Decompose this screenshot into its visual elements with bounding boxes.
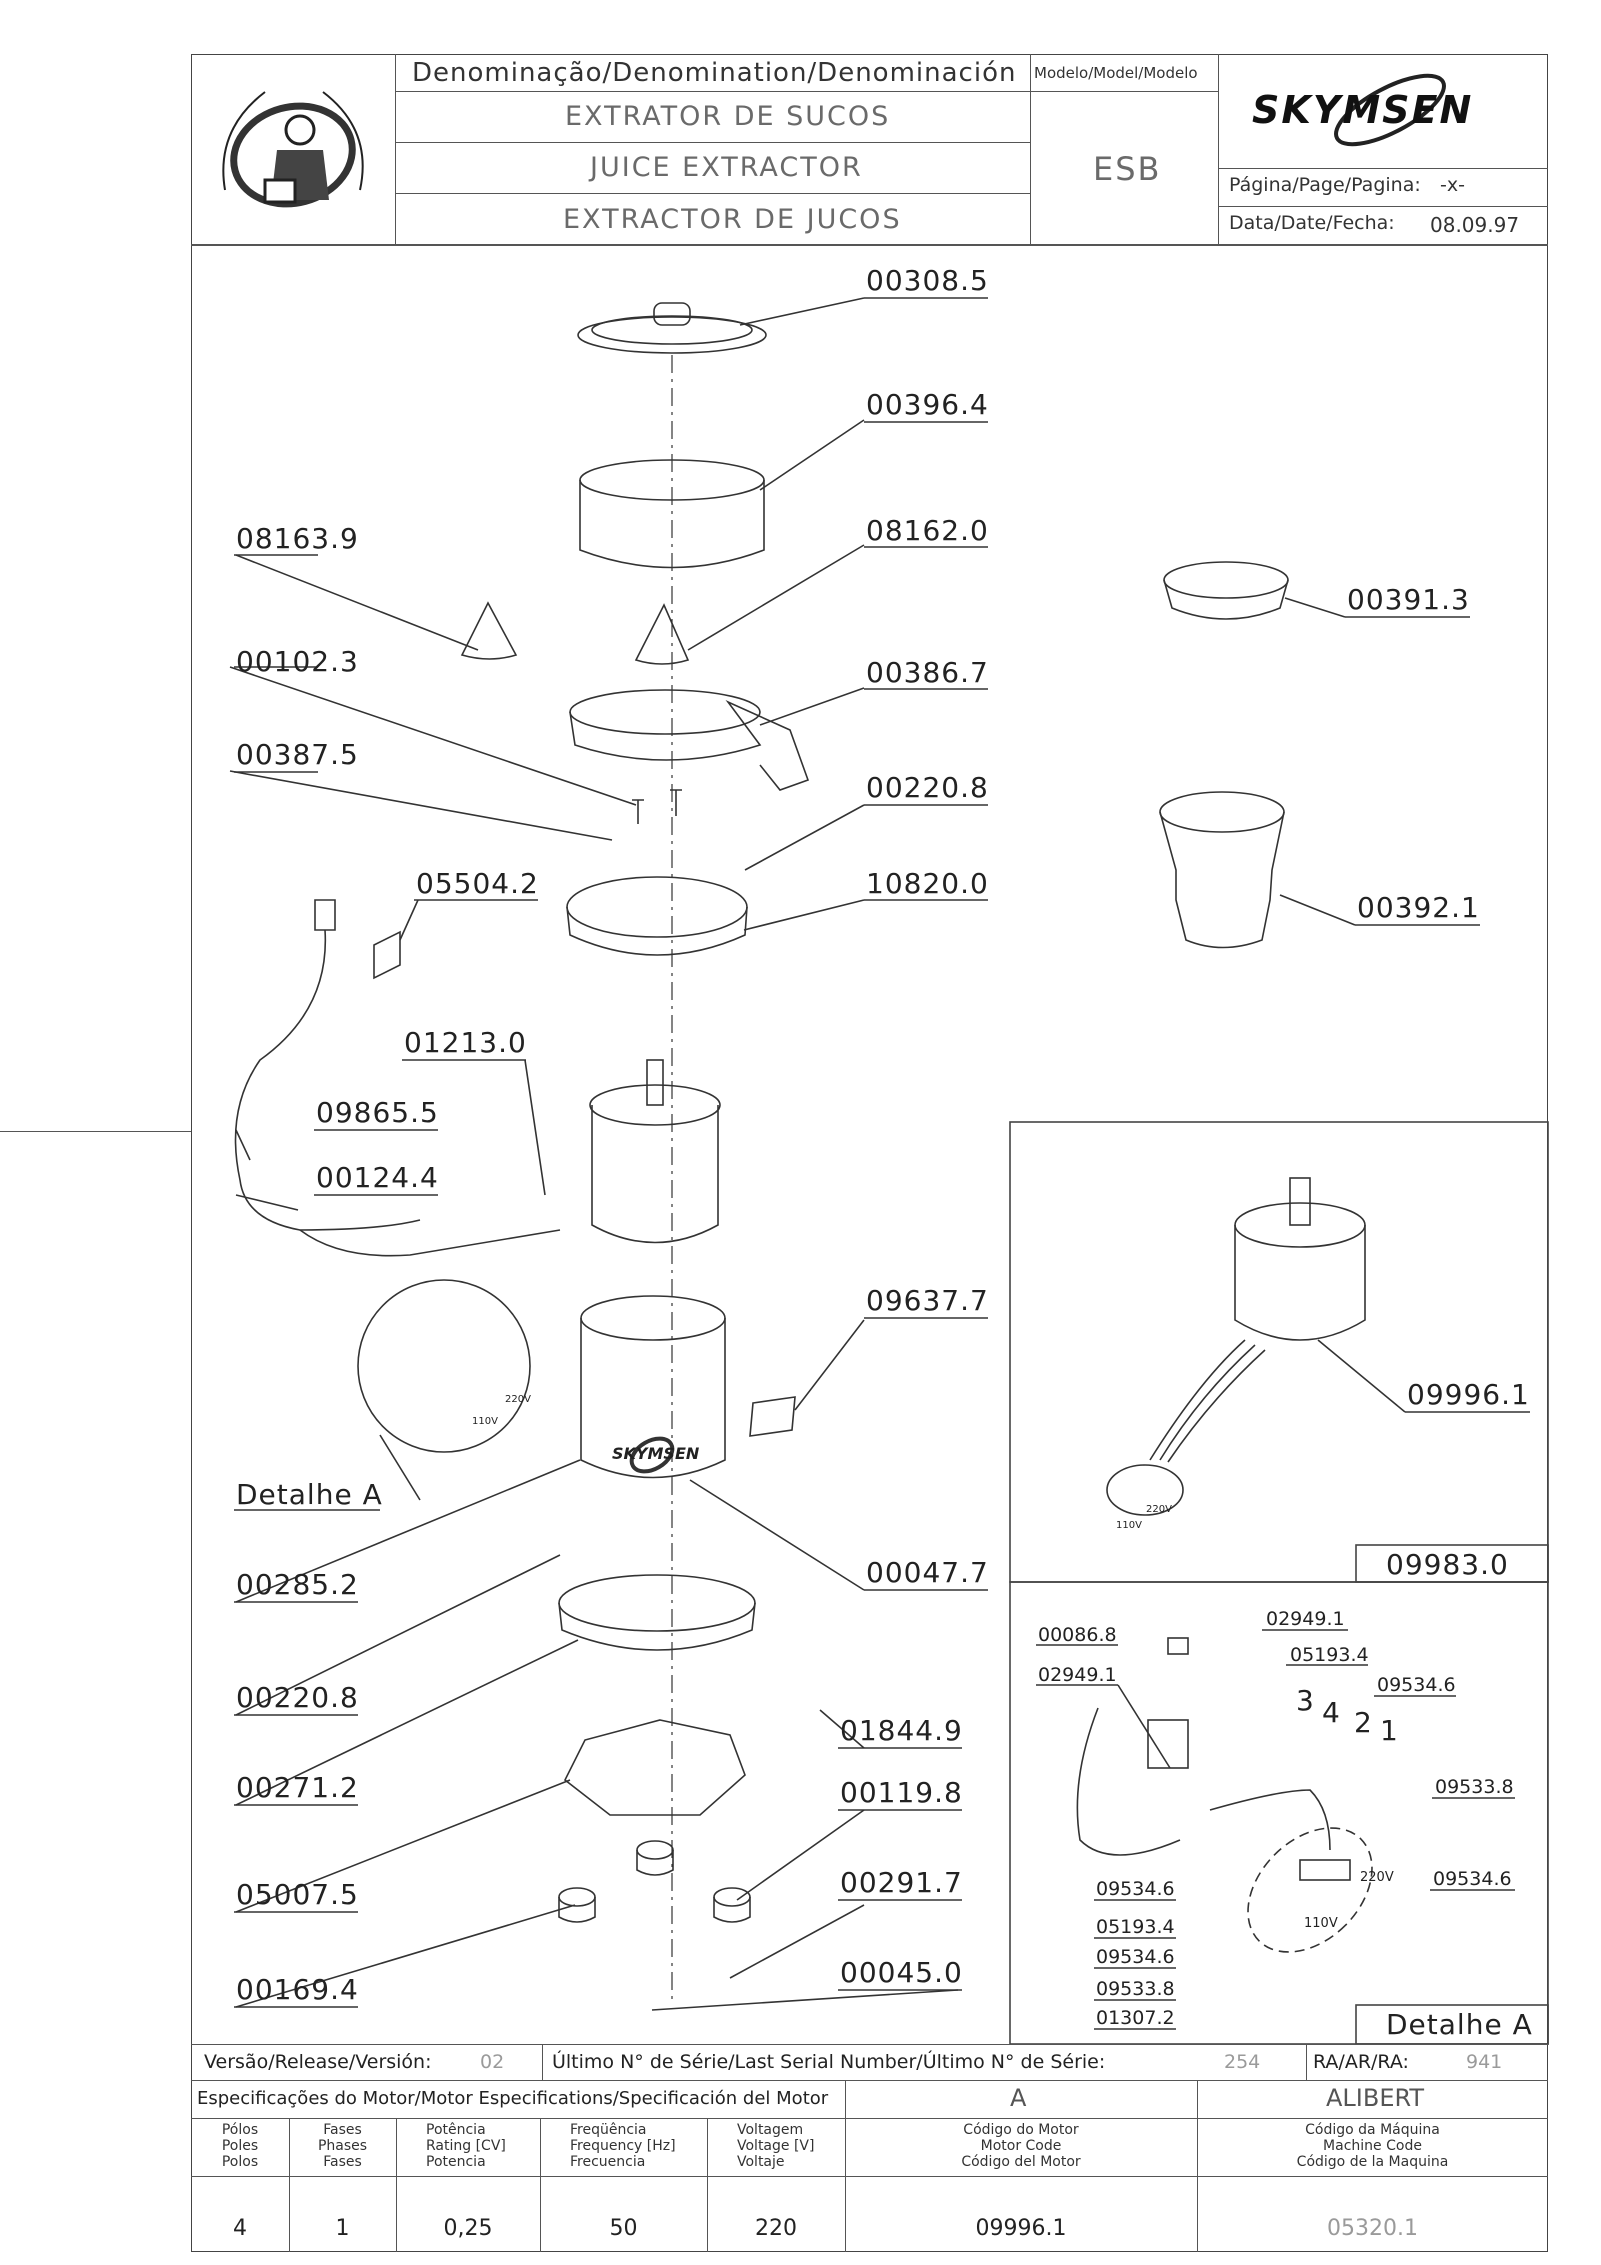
part-label: 09983.0	[1386, 1548, 1509, 1581]
val-motor-code: 09996.1	[975, 2216, 1067, 2241]
val-machine-code: 05320.1	[1327, 2216, 1418, 2241]
part-label: 00220.8	[866, 771, 989, 804]
col-phases: Fases Phases Fases	[317, 2122, 368, 2170]
service-seal-logo	[205, 70, 380, 235]
wire-number: 1	[1380, 1714, 1398, 1747]
model-label: Modelo/Model/Modelo	[1034, 64, 1198, 82]
voltage-220-left: 220V	[505, 1394, 531, 1405]
part-label: 09865.5	[316, 1096, 439, 1129]
motor-spec-a: A	[1010, 2084, 1027, 2112]
wire-number: 2	[1354, 1706, 1372, 1739]
brand-logo: SKYMSEN	[1240, 62, 1540, 152]
detail-a-callout: Detalhe A	[236, 1478, 383, 1511]
val-poles: 4	[233, 2216, 247, 2241]
detail-part-label: 00086.8	[1038, 1624, 1117, 1646]
voltage-110-detail: 110V	[1304, 1916, 1338, 1931]
margin-rule	[0, 1131, 191, 1133]
part-label: 00285.2	[236, 1568, 359, 1601]
part-label: 09637.7	[866, 1284, 989, 1317]
product-name-en: JUICE EXTRACTOR	[590, 152, 863, 183]
detail-part-label: 01307.2	[1096, 2007, 1175, 2029]
part-label: 00124.4	[316, 1161, 439, 1194]
version-label: Versão/Release/Versión:	[204, 2051, 432, 2073]
detail-part-label: 09534.6	[1433, 1868, 1512, 1890]
version-value: 02	[480, 2051, 505, 2073]
col-voltage: Voltagem Voltage [V] Voltaje	[737, 2122, 815, 2170]
detail-part-label: 09533.8	[1096, 1978, 1175, 2000]
part-label: 00119.8	[840, 1776, 963, 1809]
ra-label: RA/AR/RA:	[1313, 2051, 1409, 2073]
product-name-es: EXTRACTOR DE JUCOS	[563, 204, 902, 235]
part-label: 10820.0	[866, 867, 989, 900]
part-label: 09996.1	[1407, 1378, 1530, 1411]
motor-spec-label: Especificações do Motor/Motor Especifica…	[197, 2088, 829, 2109]
voltage-110-left: 110V	[472, 1416, 498, 1427]
serial-label: Último N° de Série/Last Serial Number/Úl…	[552, 2051, 1106, 2073]
col-rating: Potência Rating [CV] Potencia	[426, 2122, 506, 2170]
detail-a-title: Detalhe A	[1386, 2008, 1533, 2041]
col-poles: Pólos Poles Polos	[221, 2122, 259, 2170]
detail-part-label: 09534.6	[1096, 1878, 1175, 1900]
voltage-220-detail: 220V	[1360, 1870, 1394, 1885]
detail-part-label: 05193.4	[1096, 1916, 1175, 1938]
detail-part-label: 09534.6	[1377, 1674, 1456, 1696]
part-label: 05504.2	[416, 867, 539, 900]
serial-value: 254	[1224, 2051, 1261, 2073]
part-label: 00169.4	[236, 1973, 359, 2006]
detail-part-label: 09533.8	[1435, 1776, 1514, 1798]
part-label: 05007.5	[236, 1878, 359, 1911]
part-label: 00291.7	[840, 1866, 963, 1899]
val-frequency: 50	[609, 2216, 638, 2241]
col-frequency: Freqüência Frequency [Hz] Frecuencia	[570, 2122, 676, 2170]
col-motor-code: Código do Motor Motor Code Código del Mo…	[961, 2122, 1081, 2170]
part-label: 01844.9	[840, 1714, 963, 1747]
val-rating: 0,25	[443, 2216, 493, 2241]
date-value: 08.09.97	[1430, 213, 1520, 237]
part-label: 00386.7	[866, 656, 989, 689]
part-label: 00387.5	[236, 738, 359, 771]
model-value: ESB	[1093, 150, 1162, 188]
voltage-220-sub: 220V	[1146, 1504, 1172, 1515]
part-label: 08163.9	[236, 522, 359, 555]
page-label: Página/Page/Pagina:	[1229, 174, 1421, 196]
detail-part-label: 02949.1	[1038, 1664, 1117, 1686]
part-label: 08162.0	[866, 514, 989, 547]
voltage-110-sub: 110V	[1116, 1520, 1142, 1531]
col-machine-code: Código da Máquina Machine Code Código de…	[1296, 2122, 1449, 2170]
detail-part-label: 02949.1	[1266, 1608, 1345, 1630]
housing-brand: SKYMSEN	[612, 1444, 700, 1463]
val-voltage: 220	[755, 2216, 797, 2241]
part-label: 00047.7	[866, 1556, 989, 1589]
motor-spec-b: ALIBERT	[1326, 2084, 1425, 2112]
part-label: 00392.1	[1357, 891, 1480, 924]
wire-number: 3	[1296, 1684, 1314, 1717]
part-label: 00396.4	[866, 388, 989, 421]
part-label: 00045.0	[840, 1956, 963, 1989]
part-label: 00271.2	[236, 1771, 359, 1804]
part-label: 00308.5	[866, 264, 989, 297]
val-phases: 1	[335, 2216, 350, 2241]
page-value: -x-	[1440, 174, 1465, 196]
part-label: 00102.3	[236, 645, 359, 678]
part-label: 01213.0	[404, 1026, 527, 1059]
date-label: Data/Date/Fecha:	[1229, 212, 1395, 234]
denomination-label: Denominação/Denomination/Denominación	[412, 58, 1017, 88]
wire-number: 4	[1322, 1696, 1340, 1729]
detail-part-label: 05193.4	[1290, 1644, 1369, 1666]
part-label: 00391.3	[1347, 583, 1470, 616]
product-name-pt: EXTRATOR DE SUCOS	[565, 101, 891, 132]
ra-value: 941	[1466, 2051, 1503, 2073]
part-label: 00220.8	[236, 1681, 359, 1714]
detail-part-label: 09534.6	[1096, 1946, 1175, 1968]
